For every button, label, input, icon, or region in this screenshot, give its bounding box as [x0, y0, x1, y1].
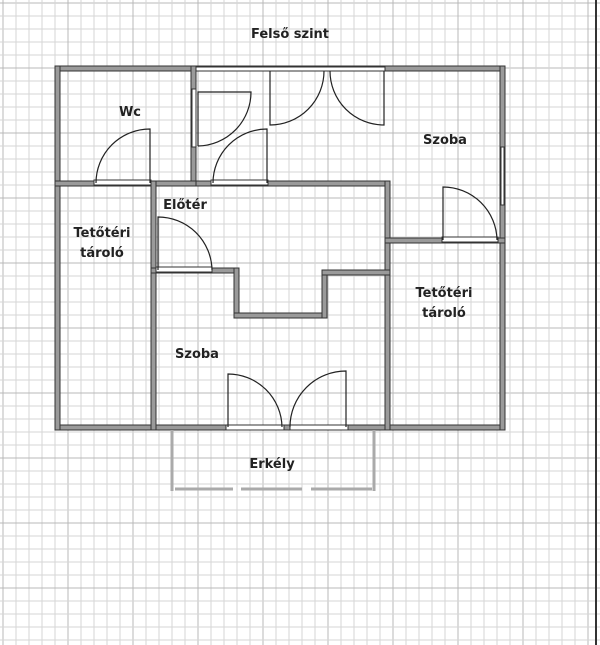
- room-label-eloter: Előtér: [163, 198, 207, 213]
- room-label-erkely: Erkély: [249, 457, 295, 472]
- room-label-szoba-top: Szoba: [423, 133, 467, 148]
- floor-title: Felső szint: [251, 27, 329, 42]
- room-label-wc: Wc: [119, 105, 141, 120]
- room-label-storage-left-2: tároló: [80, 246, 124, 261]
- room-label-szoba-bottom: Szoba: [175, 347, 219, 362]
- room-label-storage-right-1: Tetőtéri: [415, 286, 472, 301]
- balcony-railing: [170, 430, 376, 491]
- doors: [93, 66, 505, 431]
- room-label-storage-right-2: tároló: [422, 306, 466, 321]
- room-label-storage-left-1: Tetőtéri: [73, 226, 130, 241]
